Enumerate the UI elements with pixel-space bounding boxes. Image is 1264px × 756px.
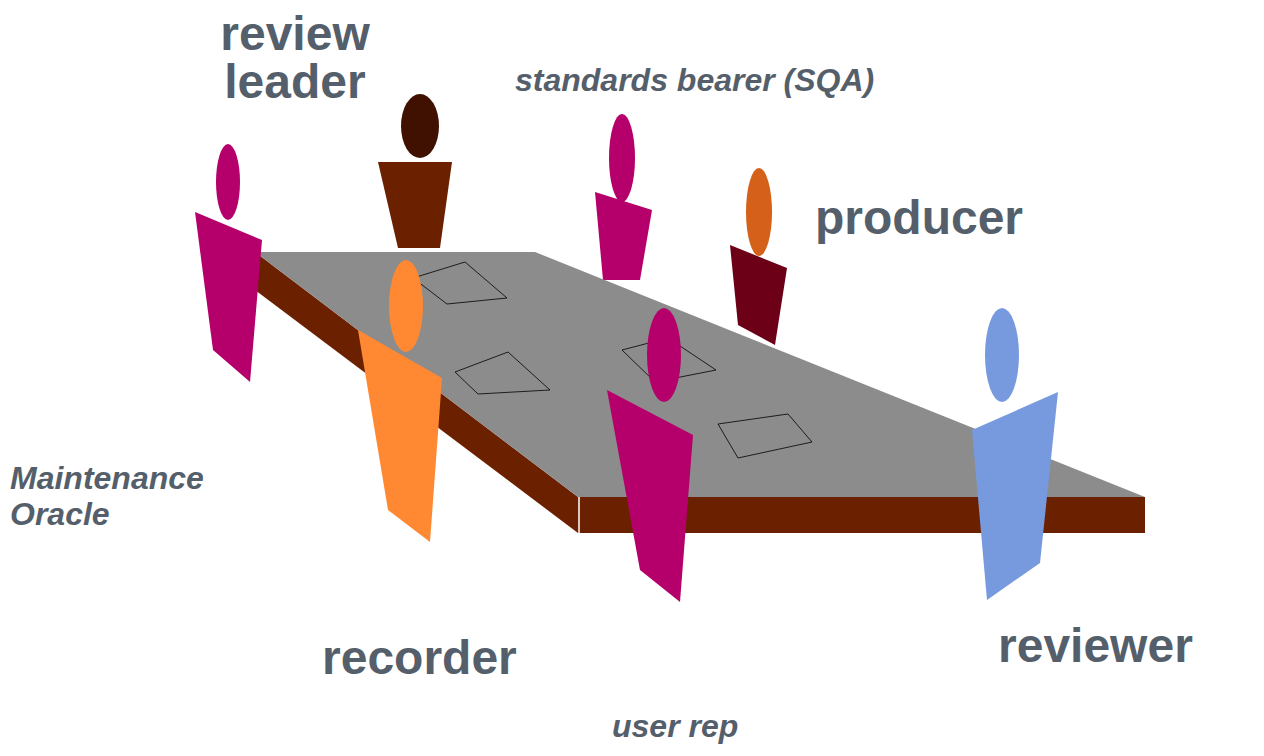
left-figure <box>195 144 262 382</box>
user-rep-figure <box>607 308 693 602</box>
review-leader-label: review leader <box>190 10 400 106</box>
sqa-figure <box>595 114 652 280</box>
producer-label: producer <box>815 194 1115 242</box>
sqa-label: standards bearer (SQA) <box>515 62 1075 98</box>
user-rep-label: user rep <box>612 708 872 744</box>
maintenance-oracle-label: Maintenance Oracle <box>10 460 250 532</box>
reviewer-figure <box>972 308 1058 600</box>
recorder-figure <box>358 260 442 542</box>
reviewer-label: reviewer <box>998 622 1258 670</box>
review-leader-figure <box>378 94 452 248</box>
producer-figure <box>730 168 787 345</box>
recorder-label: recorder <box>322 634 622 682</box>
